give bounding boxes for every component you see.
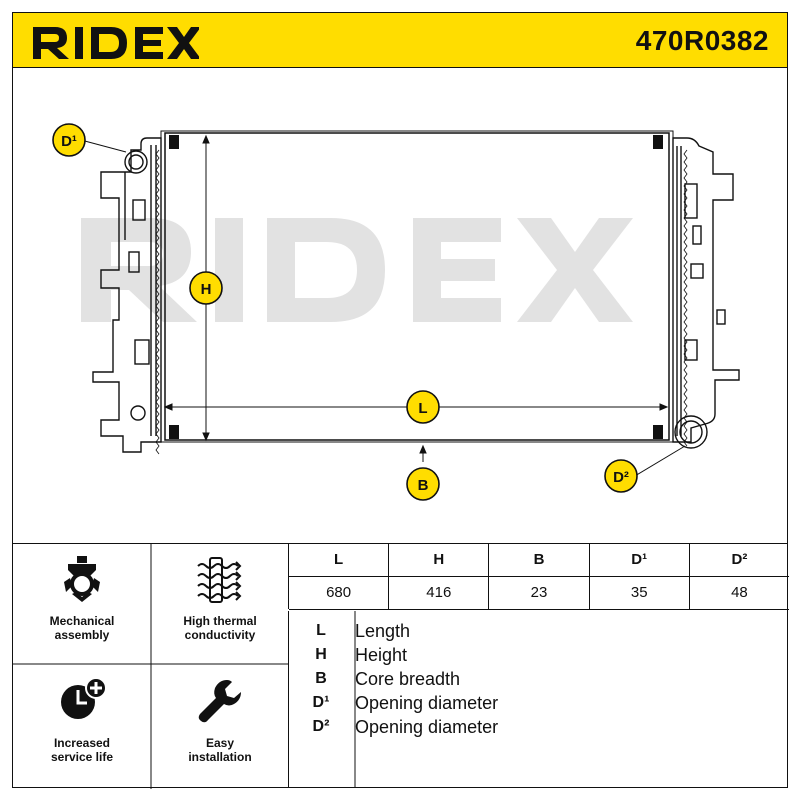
dimension-table: L H B D¹ D² 680 416 23 35 48 <box>288 544 790 610</box>
feature-easy-installation: Easy installation <box>151 664 289 789</box>
callout-h: H <box>189 271 223 305</box>
dimension-value-row: 680 416 23 35 48 <box>289 577 789 610</box>
dim-header-b: B <box>488 544 588 576</box>
watermark-logo <box>81 218 633 322</box>
legend-text: Core breadth <box>355 669 461 689</box>
part-number: 470R0382 <box>635 25 769 56</box>
spec-panel: Mechanical assembly High thermal conduct… <box>12 543 790 789</box>
dim-header-d1: D¹ <box>588 544 689 576</box>
dim-header-l: L <box>334 551 344 568</box>
callout-l-label: L <box>418 400 427 417</box>
callout-d1-label: D¹ <box>61 133 77 150</box>
legend-key: D¹ <box>312 694 330 711</box>
thermal-conductivity-icon <box>196 556 244 609</box>
feature-label: High thermal conductivity <box>183 614 257 642</box>
feature-mechanical-assembly: Mechanical assembly <box>13 544 151 664</box>
legend-row: H Height <box>289 643 789 667</box>
legend-divider <box>354 611 356 787</box>
header-bar: 470R0382 <box>12 12 788 68</box>
legend-row: D¹ Opening diameter <box>289 691 789 715</box>
mechanical-assembly-icon <box>60 556 104 609</box>
dim-value-l: 680 <box>326 584 352 601</box>
feature-label: Mechanical assembly <box>49 614 115 642</box>
dim-value-h: 416 <box>388 577 488 609</box>
callout-b: B <box>406 467 440 501</box>
dimension-header-row: L H B D¹ D² <box>289 544 789 577</box>
callout-b-label: B <box>418 477 429 494</box>
dimension-legend: L Length H Height B Core breadth D¹ Open… <box>288 611 789 787</box>
legend-text: Opening diameter <box>355 717 499 737</box>
legend-key: L <box>316 622 326 639</box>
dim-value-d2: 48 <box>688 577 789 609</box>
legend-key: D² <box>312 718 330 735</box>
feature-grid <box>13 544 289 789</box>
callout-d1: D¹ <box>52 123 86 157</box>
legend-text: Height <box>355 645 408 665</box>
legend-key: H <box>315 646 327 663</box>
callout-d2: D² <box>604 459 638 493</box>
dim-header-h: H <box>388 544 488 576</box>
legend-key: B <box>315 670 327 687</box>
legend-text: Length <box>355 621 411 641</box>
wrench-icon <box>197 678 243 729</box>
feature-increased-service-life: Increased service life <box>13 664 151 789</box>
legend-row: D² Opening diameter <box>289 715 789 739</box>
dim-value-b: 23 <box>488 577 588 609</box>
dim-header-d2: D² <box>688 544 789 576</box>
service-life-clock-icon <box>58 677 107 727</box>
technical-drawing: D¹ H L B D² <box>12 68 788 544</box>
callout-h-label: H <box>201 281 212 298</box>
feature-label: Increased service life <box>50 736 114 764</box>
ridex-logo-icon <box>33 27 201 59</box>
legend-row: B Core breadth <box>289 667 789 691</box>
legend-row: L Length <box>289 619 789 643</box>
callout-l: L <box>406 390 440 424</box>
brand-logo <box>29 19 201 68</box>
feature-thermal-conductivity: High thermal conductivity <box>151 544 289 664</box>
legend-text: Opening diameter <box>355 693 499 713</box>
feature-label: Easy installation <box>188 736 252 764</box>
right-tank <box>672 137 740 449</box>
callout-d2-label: D² <box>613 469 629 486</box>
dim-value-d1: 35 <box>588 577 689 609</box>
radiator-core <box>164 132 670 441</box>
